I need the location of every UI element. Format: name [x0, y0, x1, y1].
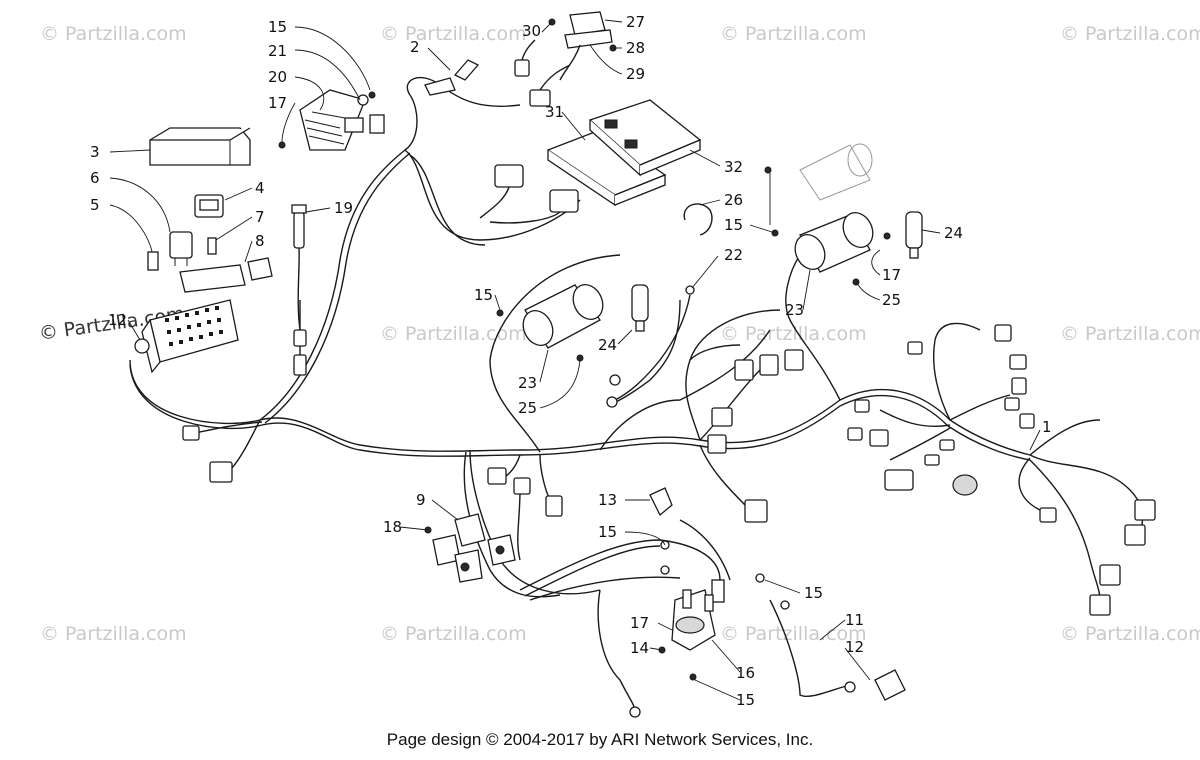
callouts: 15 21 20 17 3 6 5 4 7 8 12 19 2 30 27 28… [90, 13, 1052, 709]
ecu-connectors [479, 164, 579, 224]
callout-30: 30 [522, 22, 541, 40]
ignition-coil-right [764, 166, 891, 286]
watermark: © Partzilla.com [720, 23, 867, 45]
terminal-boot-12 [629, 600, 906, 718]
callout-15: 15 [474, 286, 493, 304]
watermark: © Partzilla.com [380, 623, 527, 645]
watermark: © Partzilla.com [1060, 23, 1200, 45]
watermark: © Partzilla.com [720, 323, 867, 345]
voltage-regulator [278, 89, 385, 151]
starter-motor-ghost [799, 143, 873, 201]
watermark: © Partzilla.com [40, 23, 187, 45]
callout-15: 15 [268, 18, 287, 36]
callout-17: 17 [630, 614, 649, 632]
leader-lines [109, 19, 1041, 701]
callout-17: 17 [268, 94, 287, 112]
watermark: © Partzilla.com [1060, 623, 1200, 645]
fuse-box-cover [149, 127, 251, 166]
starter-cables [517, 299, 851, 713]
fuse-7 [207, 237, 217, 255]
callout-21: 21 [268, 42, 287, 60]
callout-15: 15 [736, 691, 755, 709]
callout-28: 28 [626, 39, 645, 57]
callout-14: 14 [630, 639, 649, 657]
fuse-block [134, 257, 273, 374]
watermark: © Partzilla.com [380, 23, 527, 45]
callout-24: 24 [944, 224, 963, 242]
callout-31: 31 [545, 103, 564, 121]
callout-15: 15 [598, 523, 617, 541]
o2-sensor [291, 204, 307, 376]
handlebar-switches [424, 513, 516, 583]
callout-4: 4 [255, 179, 265, 197]
callout-23: 23 [785, 301, 804, 319]
wire-clamp [683, 203, 713, 236]
fuse-5 [147, 251, 159, 271]
starter-solenoid [658, 540, 765, 681]
harness-connectors-middle [182, 349, 804, 523]
callout-2: 2 [410, 38, 420, 56]
starter-relay-bracket [548, 11, 617, 81]
watermark: © Partzilla.com [720, 623, 867, 645]
callout-24: 24 [598, 336, 617, 354]
spark-plug-cap-left [631, 284, 649, 332]
relay-6 [169, 231, 193, 266]
main-harness-wires [129, 76, 1144, 601]
watermarks: © Partzilla.com © Partzilla.com © Partzi… [38, 23, 1200, 645]
callout-9: 9 [416, 491, 426, 509]
ecu-module [588, 99, 702, 177]
callout-15: 15 [724, 216, 743, 234]
ignition-key [424, 59, 480, 96]
callout-6: 6 [90, 169, 100, 187]
callout-11: 11 [845, 611, 864, 629]
callout-27: 27 [626, 13, 645, 31]
ecu-box [546, 129, 667, 207]
harness-connectors-right [847, 324, 1156, 616]
callout-17: 17 [882, 266, 901, 284]
callout-20: 20 [268, 68, 287, 86]
callout-25: 25 [882, 291, 901, 309]
callout-3: 3 [90, 143, 100, 161]
callout-18: 18 [383, 518, 402, 536]
callout-12: 12 [845, 638, 864, 656]
callout-29: 29 [626, 65, 645, 83]
spark-plug-cap-right [905, 211, 923, 259]
callout-12: 12 [108, 311, 127, 329]
callout-1: 1 [1042, 418, 1052, 436]
callout-5: 5 [90, 196, 100, 214]
callout-16: 16 [736, 664, 755, 682]
relay-4 [194, 194, 224, 218]
terminal-boot-13 [649, 487, 673, 517]
callout-7: 7 [255, 208, 265, 226]
watermark: © Partzilla.com [380, 323, 527, 345]
callout-23: 23 [518, 374, 537, 392]
page-footer: Page design © 2004-2017 by ARI Network S… [386, 730, 814, 749]
watermark: © Partzilla.com [40, 623, 187, 645]
ground-wire [606, 285, 695, 408]
callout-19: 19 [334, 199, 353, 217]
callout-15: 15 [804, 584, 823, 602]
top-connectors [514, 39, 571, 107]
callout-25: 25 [518, 399, 537, 417]
ignition-coil-left [496, 283, 604, 362]
callout-26: 26 [724, 191, 743, 209]
callout-8: 8 [255, 232, 265, 250]
watermark: © Partzilla.com [1060, 323, 1200, 345]
callout-22: 22 [724, 246, 743, 264]
callout-32: 32 [724, 158, 743, 176]
callout-13: 13 [598, 491, 617, 509]
